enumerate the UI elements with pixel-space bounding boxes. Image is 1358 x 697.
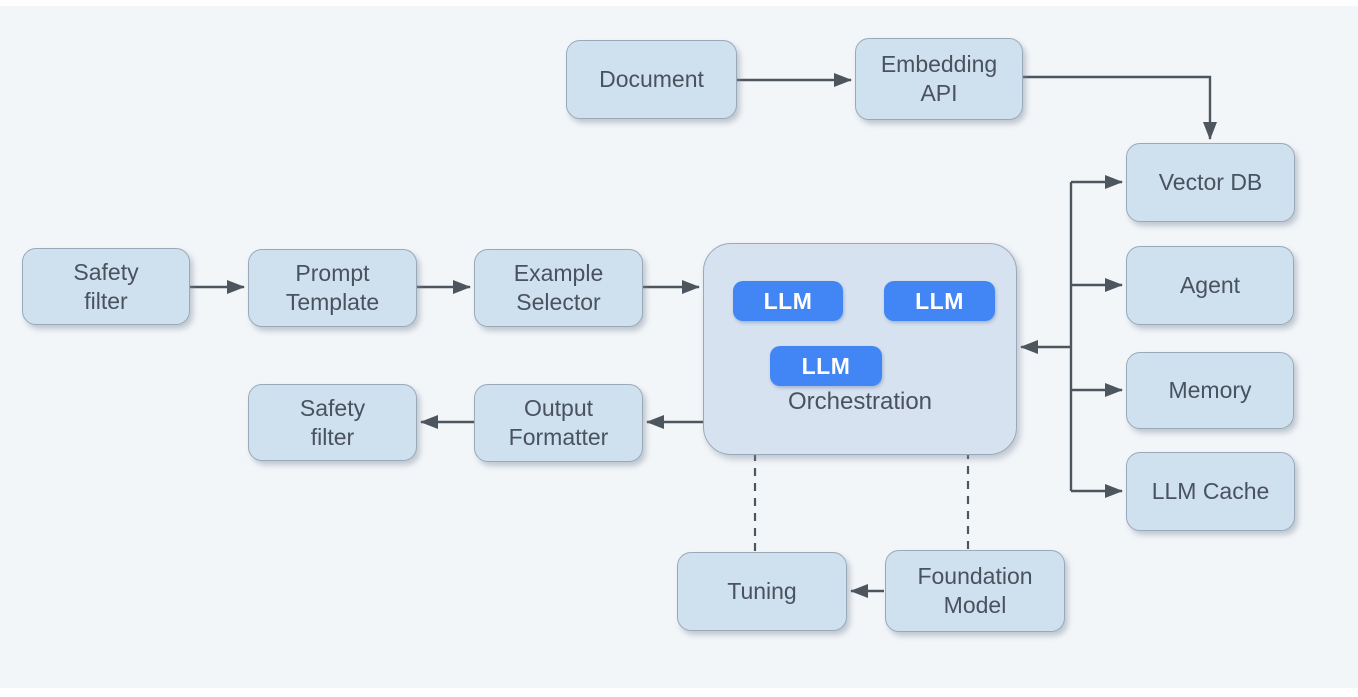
node-vector-db[interactable]: Vector DB: [1126, 143, 1295, 222]
node-foundation-model[interactable]: Foundation Model: [885, 550, 1065, 632]
node-example-selector[interactable]: Example Selector: [474, 249, 643, 327]
node-llm-1[interactable]: LLM: [733, 281, 843, 321]
node-safety-filter-input[interactable]: Safety filter: [22, 248, 190, 325]
orchestration-group-label: Orchestration: [787, 388, 933, 415]
node-prompt-template[interactable]: Prompt Template: [248, 249, 417, 327]
node-embedding-api[interactable]: Embedding API: [855, 38, 1023, 120]
bottom-margin-strip: [0, 688, 1358, 697]
node-document[interactable]: Document: [566, 40, 737, 119]
edge-embedding-vectordb: [1023, 75, 1217, 140]
node-llm-3[interactable]: LLM: [770, 346, 882, 386]
node-llm-cache[interactable]: LLM Cache: [1126, 452, 1295, 531]
node-memory[interactable]: Memory: [1126, 352, 1294, 429]
node-llm-2[interactable]: LLM: [884, 281, 995, 321]
node-tuning[interactable]: Tuning: [677, 552, 847, 631]
node-output-formatter[interactable]: Output Formatter: [474, 384, 643, 462]
node-safety-filter-output[interactable]: Safety filter: [248, 384, 417, 461]
top-margin-strip: [0, 0, 1358, 6]
node-agent[interactable]: Agent: [1126, 246, 1294, 325]
